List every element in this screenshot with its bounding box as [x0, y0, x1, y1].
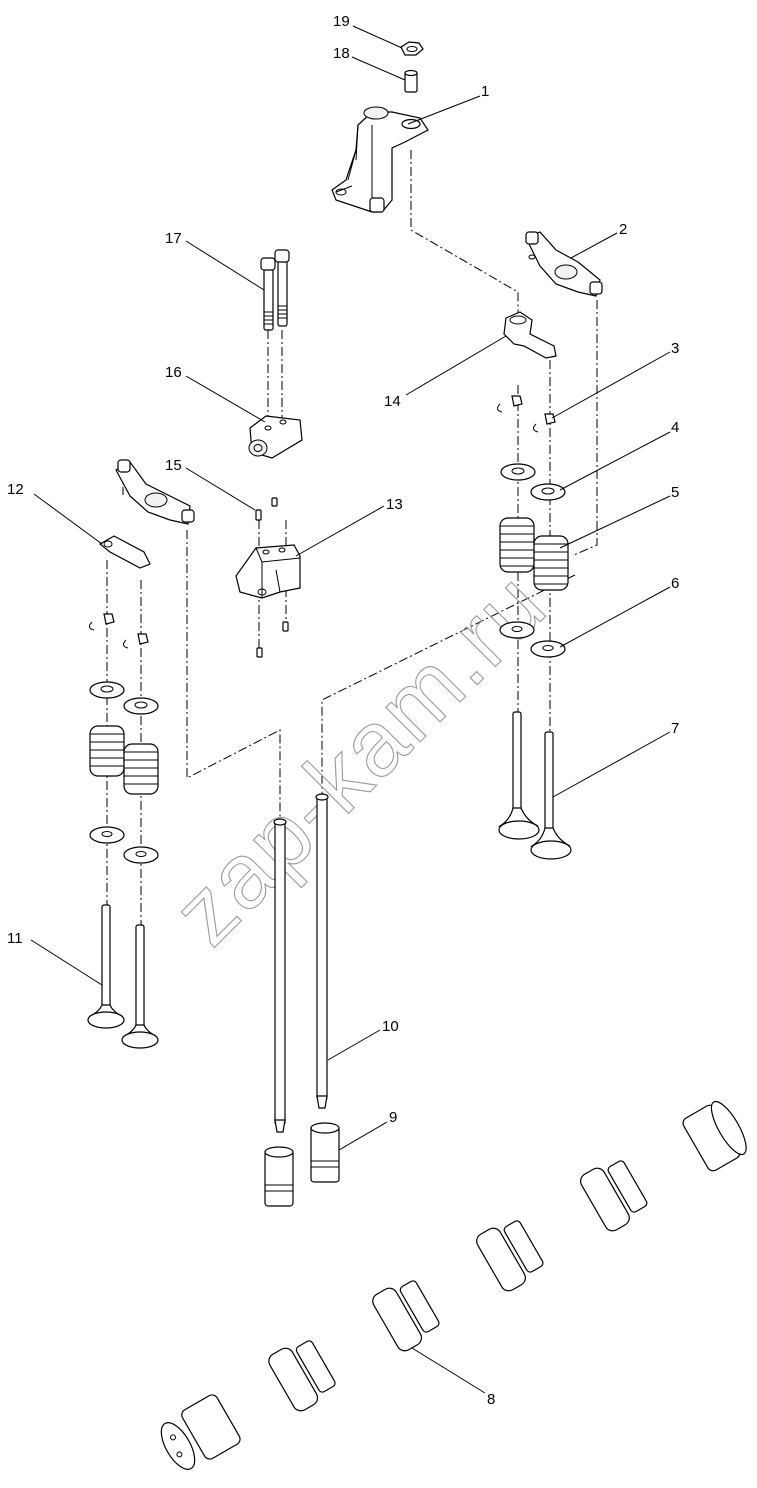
part-16-shaft-block — [248, 415, 303, 459]
part-13-pedestal — [235, 544, 301, 599]
part-7-valves — [497, 711, 572, 860]
left-valve-springs — [89, 725, 159, 795]
callout-11: 11 — [7, 930, 23, 947]
callout-12: 12 — [7, 481, 24, 498]
callout-13: 13 — [386, 496, 403, 513]
watermark-text: zap-kam.ru — [154, 553, 566, 965]
callout-16: 16 — [165, 364, 182, 381]
part-14-rocker-support — [503, 311, 557, 359]
part-11-valves — [87, 904, 159, 1049]
callout-labels: 1 2 3 4 5 6 7 8 9 10 11 12 13 14 15 16 1… — [7, 13, 679, 1408]
part-19-nut — [400, 41, 424, 56]
callout-1: 1 — [481, 83, 489, 100]
left-valve-keepers — [88, 613, 149, 649]
part-5-valve-springs — [499, 517, 569, 591]
part-1-rocker-bracket — [331, 106, 429, 213]
callout-4: 4 — [671, 419, 679, 436]
part-12-valve-bridge — [98, 535, 151, 569]
callout-15: 15 — [165, 457, 182, 474]
callout-9: 9 — [389, 1109, 397, 1126]
callout-10: 10 — [382, 1018, 399, 1035]
part-2-rocker-arm — [525, 231, 603, 297]
callout-7: 7 — [671, 720, 679, 737]
left-spring-seats — [89, 826, 159, 864]
callout-18: 18 — [333, 45, 350, 62]
part-4-spring-retainers — [500, 463, 566, 501]
leader-lines — [30, 25, 671, 1394]
part-8-camshaft — [160, 1100, 747, 1470]
part-3-valve-keepers — [496, 395, 556, 433]
part-18-sleeve — [404, 69, 418, 93]
callout-2: 2 — [619, 221, 627, 238]
part-6-spring-seats — [499, 621, 566, 658]
part-15-dowels — [255, 497, 289, 658]
left-spring-retainers — [89, 681, 159, 715]
callout-3: 3 — [671, 340, 679, 357]
callout-6: 6 — [671, 575, 679, 592]
callout-19: 19 — [333, 13, 350, 30]
left-rocker-arm — [115, 459, 195, 525]
callout-5: 5 — [671, 484, 679, 501]
part-10-push-rods — [273, 793, 329, 1133]
part-17-bolts — [260, 249, 290, 331]
callout-8: 8 — [487, 1391, 495, 1408]
callout-14: 14 — [384, 393, 401, 410]
part-9-tappets — [264, 1122, 340, 1207]
callout-17: 17 — [165, 230, 182, 247]
